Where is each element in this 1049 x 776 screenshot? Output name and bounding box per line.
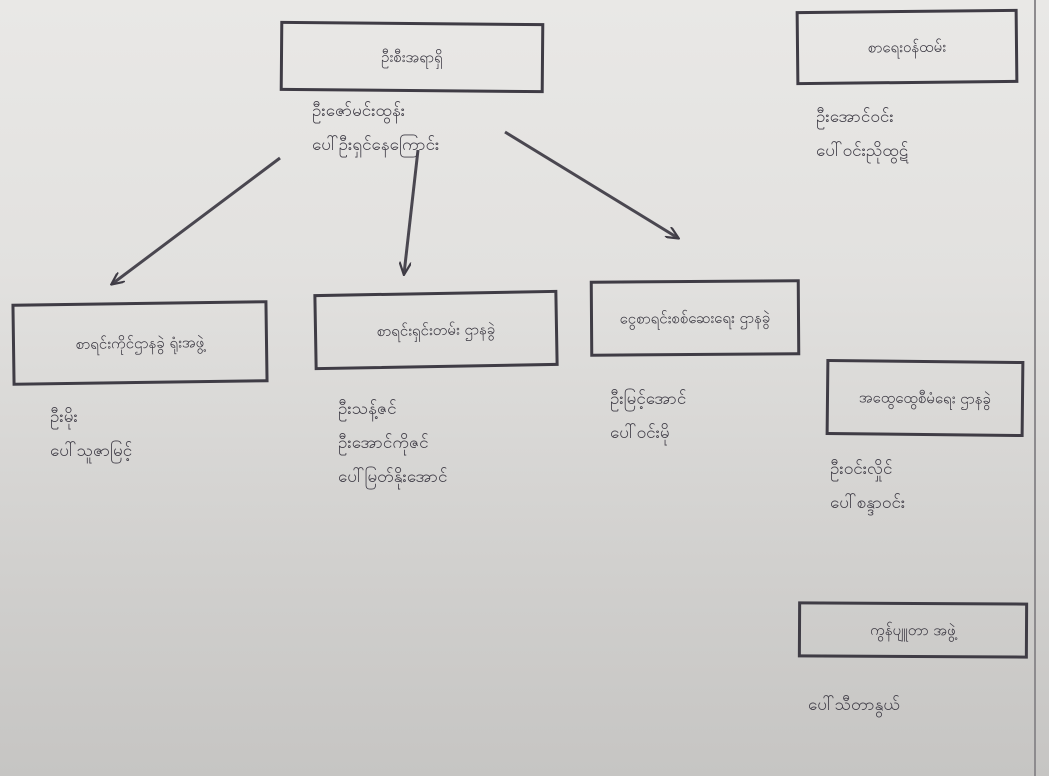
right-mid-node-title: အထွေထွေစီမံရေး ဌာနခွဲ bbox=[858, 387, 992, 408]
branch2-line: ဦးအောင်ကိုဇင် bbox=[338, 433, 429, 453]
right-bottom-node-title: ကွန်ပျူတာ အဖွဲ့ bbox=[870, 620, 956, 639]
right-top-node-title: စာရေးဝန်ထမ်း bbox=[867, 37, 947, 57]
branch2-line: ပေါ်မြတ်နိုးအောင် bbox=[338, 467, 448, 487]
paper-edge bbox=[1034, 0, 1036, 776]
right-top-node-line: ဦးအောင်ဝင်း bbox=[816, 107, 894, 127]
branch1-title: စာရင်းကိုင်ဌာနခွဲ ရုံးအဖွဲ့ bbox=[75, 332, 205, 353]
branch3-line: ဦးမြင့်အောင် bbox=[610, 389, 687, 409]
arrow-to-branch1 bbox=[112, 156, 281, 284]
branch2-line: ဦးသန့်ဇင် bbox=[338, 399, 397, 419]
branch2-title: စာရင်းရှင်းတမ်း ဌာနခွဲ bbox=[376, 319, 496, 340]
top-node-box: ဦးစီးအရာရှိ bbox=[279, 20, 545, 94]
top-node-notes: ဦးဇော်မင်းထွန်း ပေါ်ဦးရှင်နေကြောင်း bbox=[312, 94, 439, 162]
branch3-box: ငွေစာရင်းစစ်ဆေးရေး ဌာနခွဲ bbox=[589, 279, 801, 357]
right-bottom-node-line: ပေါ်သီတာနွယ် bbox=[808, 695, 900, 715]
top-node-title: ဦးစီးအရာရှိ bbox=[381, 47, 443, 66]
right-mid-node-box: အထွေထွေစီမံရေး ဌာနခွဲ bbox=[825, 358, 1025, 438]
right-mid-node-notes: ဦးဝင်းလှိုင် ပေါ်စန္ဒာဝင်း bbox=[830, 452, 905, 520]
branch3-notes: ဦးမြင့်အောင် ပေါ်ဝင်းမို bbox=[610, 382, 686, 450]
arrow-to-branch2 bbox=[404, 149, 420, 274]
branch3-line: ပေါ်ဝင်းမို bbox=[610, 423, 670, 443]
right-top-node-box: စာရေးဝန်ထမ်း bbox=[795, 8, 1019, 86]
right-mid-node-line: ဦးဝင်းလှိုင် bbox=[830, 459, 893, 479]
right-mid-node-line: ပေါ်စန္ဒာဝင်း bbox=[830, 493, 906, 513]
top-node-line: ပေါ်ဦးရှင်နေကြောင်း bbox=[312, 135, 440, 155]
right-top-node-line: ပေါ်ဝင်းညိုထွဋ် bbox=[816, 141, 909, 161]
branch3-title: ငွေစာရင်းစစ်ဆေးရေး ဌာနခွဲ bbox=[619, 308, 771, 328]
branch2-box: စာရင်းရှင်းတမ်း ဌာနခွဲ bbox=[313, 289, 559, 371]
top-node-line: ဦးဇော်မင်းထွန်း bbox=[312, 101, 406, 121]
branch1-line: ပေါ်သူဇာမြင့် bbox=[50, 441, 133, 461]
arrow-to-branch3 bbox=[504, 130, 678, 238]
right-bottom-node-notes: ပေါ်သီတာနွယ် bbox=[808, 688, 900, 722]
branch1-line: ဦးမိုး bbox=[50, 407, 78, 427]
branch1-notes: ဦးမိုး ပေါ်သူဇာမြင့် bbox=[50, 400, 132, 468]
branch1-box: စာရင်းကိုင်ဌာနခွဲ ရုံးအဖွဲ့ bbox=[11, 300, 269, 386]
branch2-notes: ဦးသန့်ဇင် ဦးအောင်ကိုဇင် ပေါ်မြတ်နိုးအောင… bbox=[338, 392, 447, 494]
right-bottom-node-box: ကွန်ပျူတာ အဖွဲ့ bbox=[797, 601, 1029, 659]
right-top-node-notes: ဦးအောင်ဝင်း ပေါ်ဝင်းညိုထွဋ် bbox=[816, 100, 908, 168]
